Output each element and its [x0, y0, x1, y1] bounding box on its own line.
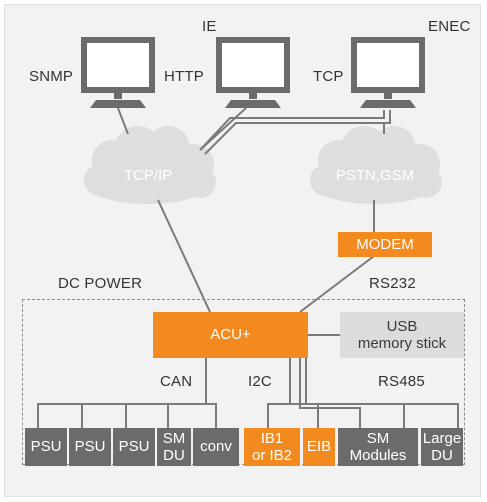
cloud-shape-pstn: [310, 126, 442, 204]
label-snmp: SNMP: [29, 68, 74, 85]
cloud-label-tcpip: TCP/IP: [123, 167, 173, 184]
label-can: CAN: [160, 373, 193, 390]
label-rs485: RS485: [378, 373, 425, 390]
large-du-line2: DU: [431, 447, 453, 464]
cloud-shape-tcpip: [84, 126, 216, 204]
label-ie: IE: [202, 18, 217, 35]
usb-memory-stick-box: USB memory stick: [340, 312, 464, 358]
converter-module: conv: [193, 428, 239, 466]
eib-module: EIB: [303, 428, 335, 466]
monitor-icon-snmp: [81, 37, 155, 108]
label-tcp: TCP: [313, 68, 344, 85]
large-du-box: Large DU: [421, 428, 463, 466]
cloud-label-pstn: PSTN,GSM: [335, 167, 415, 184]
ib-module: IB1 or IB2: [244, 428, 300, 466]
smdu-module: SM DU: [157, 428, 191, 466]
label-i2c: I2C: [248, 373, 272, 390]
psu-module-1: PSU: [25, 428, 67, 466]
label-dc-power: DC POWER: [58, 275, 143, 292]
ib-line1: IB1: [260, 429, 284, 447]
usb-label-line1: USB: [386, 317, 418, 335]
psu-module-2: PSU: [69, 428, 111, 466]
sm-modules-box: SM Modules: [338, 428, 418, 466]
sm-modules-line1: SM: [366, 429, 390, 447]
psu-module-3: PSU: [113, 428, 155, 466]
modem-box: MODEM: [338, 232, 432, 257]
smdu-line2: DU: [163, 447, 185, 464]
smdu-line1: SM: [162, 429, 186, 447]
sm-modules-line2: Modules: [349, 447, 407, 464]
acu-controller-box: ACU+: [153, 312, 308, 358]
monitor-icon-tcp: [351, 37, 425, 108]
large-du-line1: Large: [422, 429, 462, 447]
dc-power-boundary: [22, 299, 465, 465]
ib-line2: or IB2: [251, 447, 293, 464]
label-http: HTTP: [164, 68, 204, 85]
monitor-icon-http: [216, 37, 290, 108]
label-enec: ENEC: [428, 18, 471, 35]
usb-label-line2: memory stick: [357, 335, 447, 352]
label-rs232: RS232: [369, 275, 416, 292]
